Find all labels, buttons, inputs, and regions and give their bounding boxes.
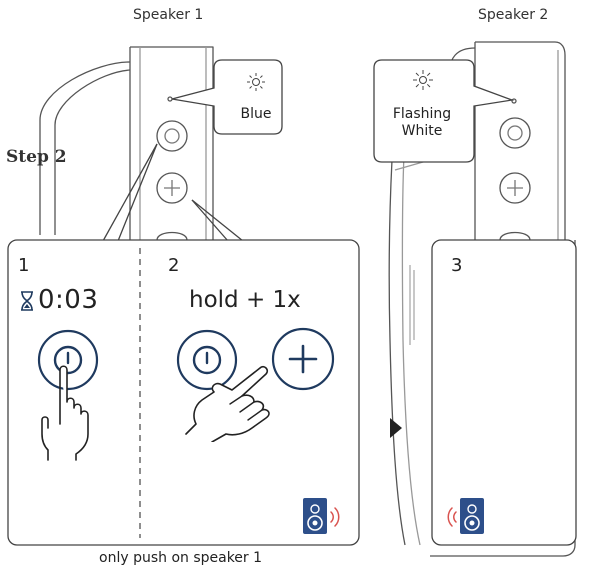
blue-led-label: Blue <box>240 106 272 122</box>
footnote: only push on speaker 1 <box>99 550 263 566</box>
blue-callout-bubble <box>171 59 283 135</box>
hand-pointing-icon <box>185 365 270 442</box>
speaker-1-label: Speaker 1 <box>133 7 204 23</box>
callout-pointer-lines <box>102 143 244 242</box>
panel-1-number: 1 <box>18 255 30 276</box>
instruction-panel-left <box>7 239 360 546</box>
speaker-1-outline <box>39 46 214 241</box>
flashing-white-line1: Flashing <box>392 106 452 122</box>
speaker-2-outline <box>388 41 576 557</box>
led-light-icon <box>413 70 433 90</box>
flashing-white-label: Flashing White <box>378 106 466 140</box>
power-button-icon <box>37 329 99 391</box>
hourglass-icon <box>21 291 33 311</box>
flashing-white-line2: White <box>401 123 443 139</box>
panel-2-number: 2 <box>168 255 180 276</box>
led-light-icon <box>247 73 265 91</box>
flashing-white-callout-bubble <box>373 59 515 163</box>
panel-3-number: 3 <box>451 255 463 276</box>
step-label: Step 2 <box>6 147 67 167</box>
play-triangle-icon <box>390 418 402 438</box>
panel-2-instruction: hold + 1x <box>189 287 301 313</box>
bluetooth-speaker-icon <box>447 498 484 534</box>
speaker-2-label: Speaker 2 <box>478 7 549 23</box>
bluetooth-speaker-icon <box>303 498 340 534</box>
hand-pointing-icon <box>41 365 89 461</box>
hold-timer: 0:03 <box>38 285 99 315</box>
instruction-panel-right <box>431 239 577 546</box>
power-button-icon <box>176 329 238 391</box>
plus-button-icon <box>271 327 335 391</box>
